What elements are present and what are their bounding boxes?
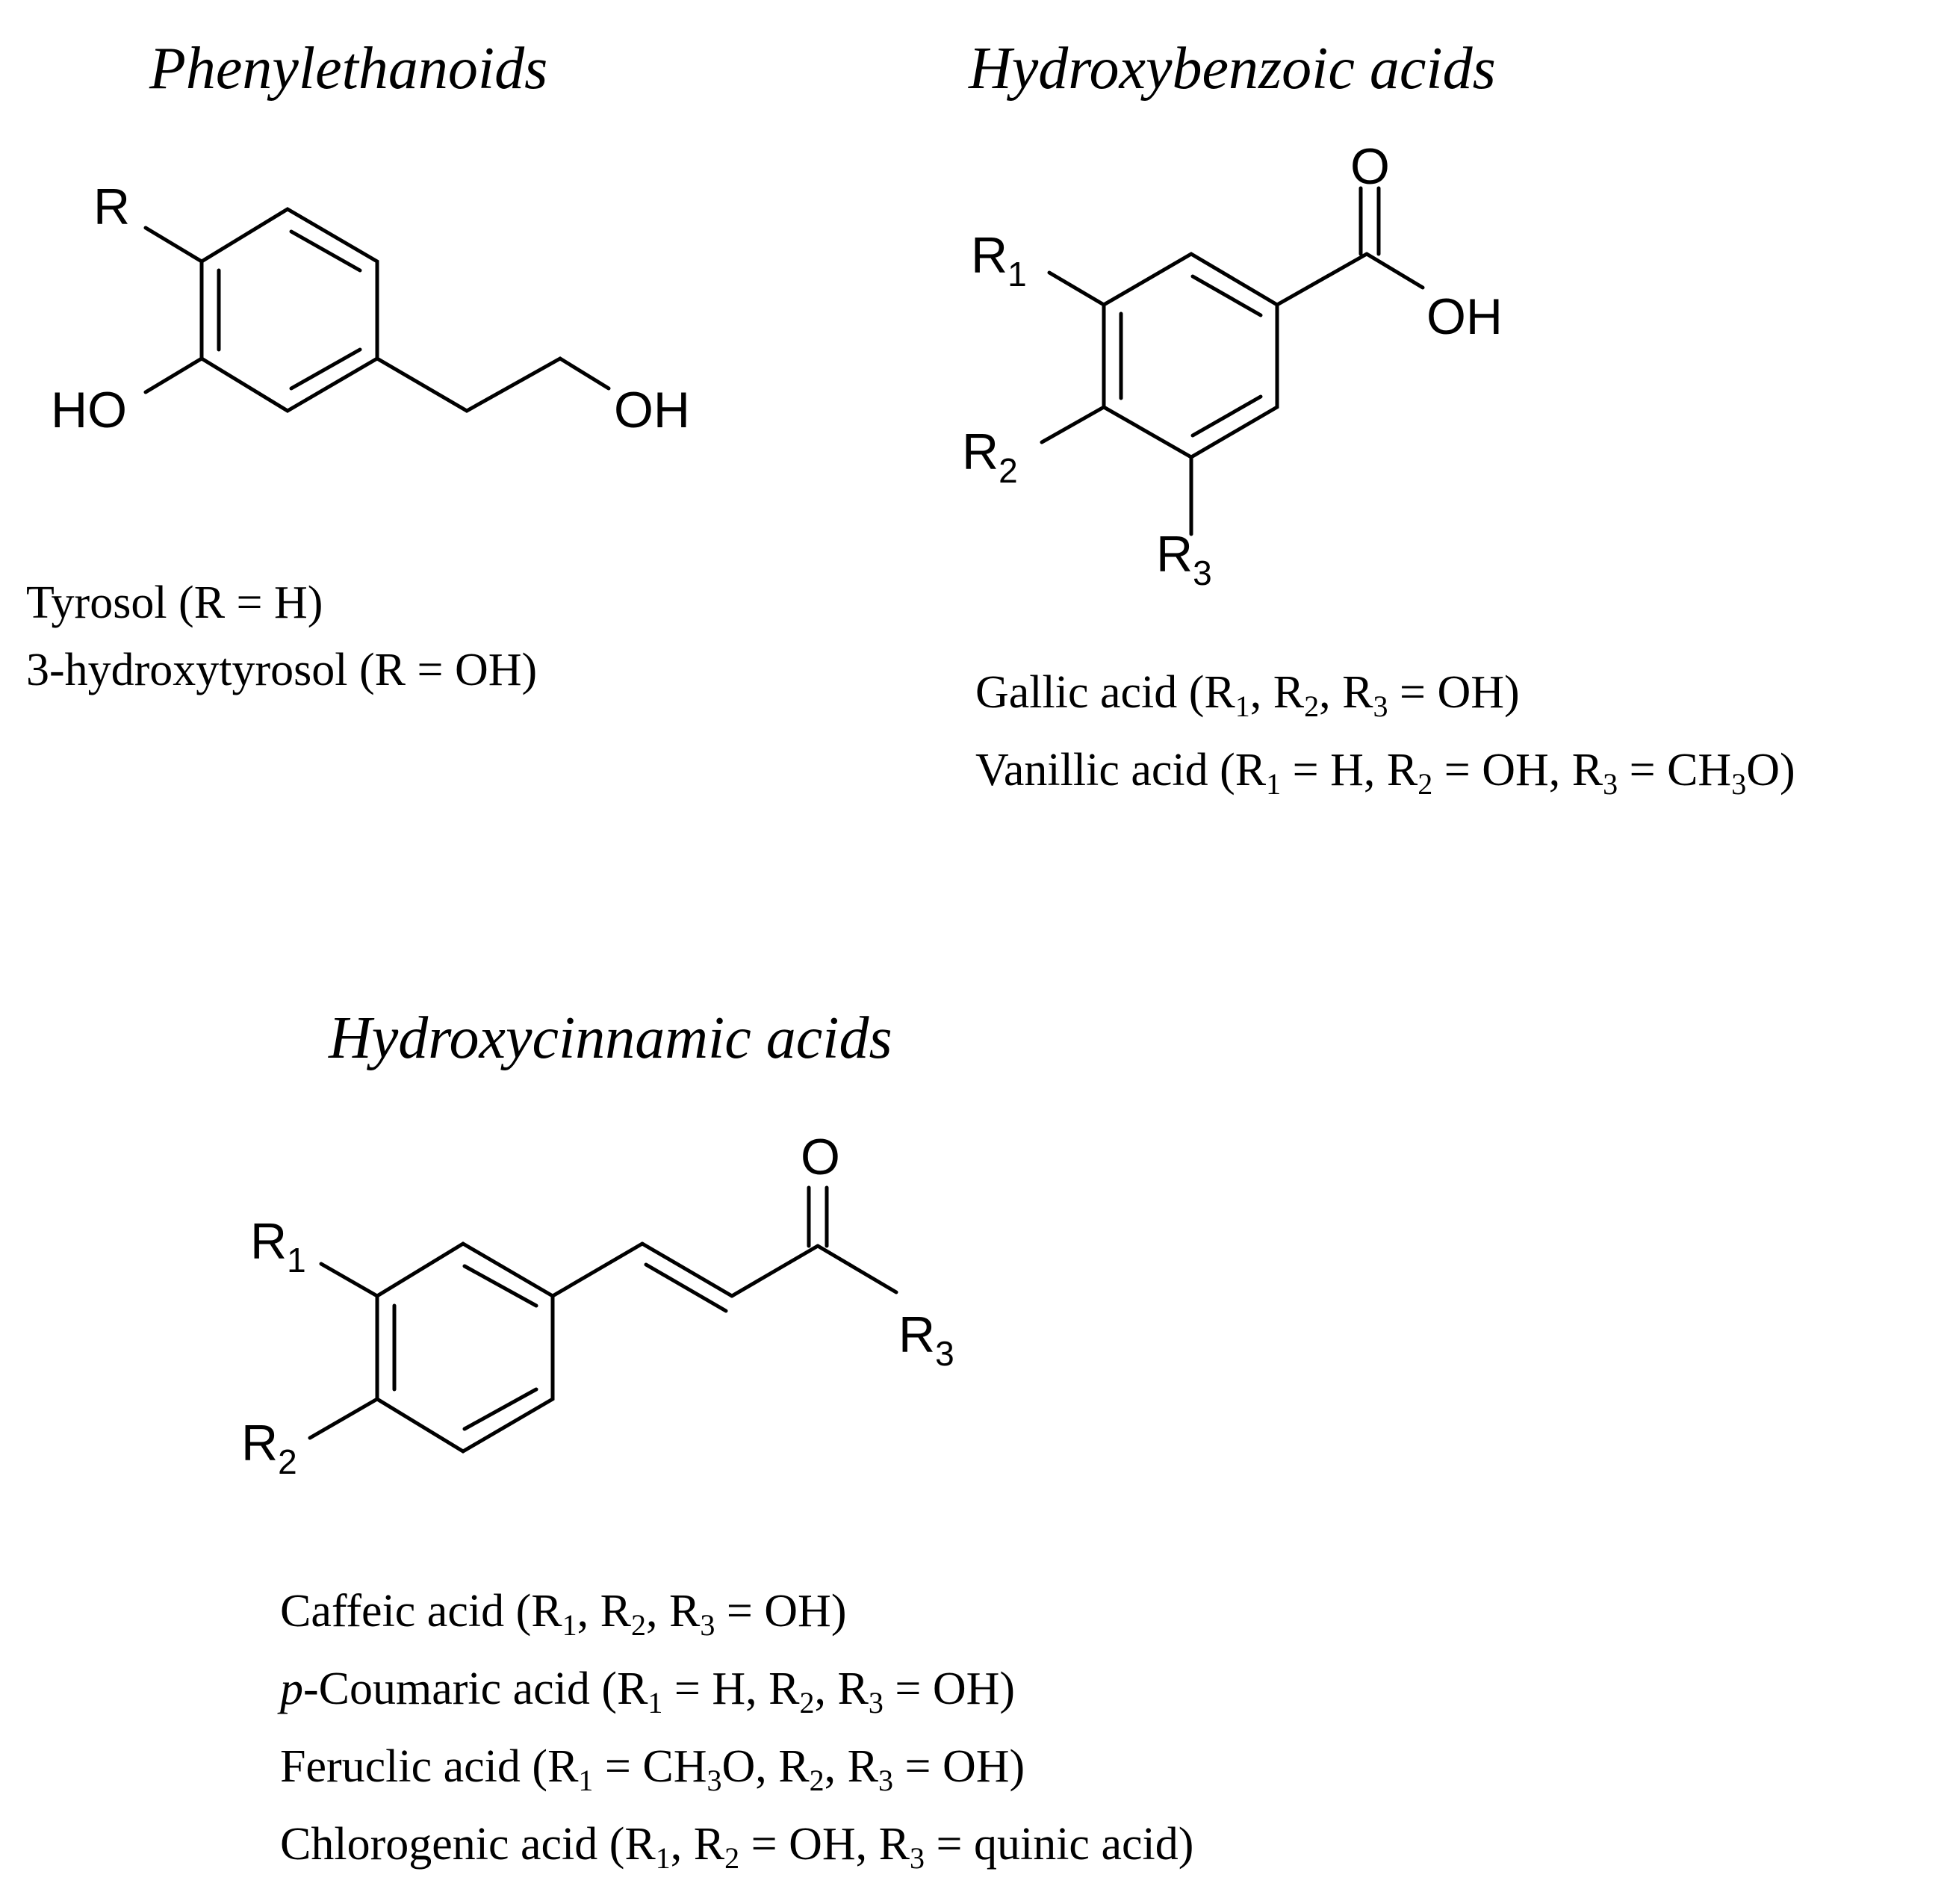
caption-p-coumaric-acid: p-Coumaric acid (R1 = H, R2, R3 = OH) (280, 1663, 1016, 1720)
phenylethanoids-title: Phenylethanoids (149, 36, 548, 102)
alkene-bond-b (644, 1262, 728, 1313)
atom-r: R (93, 179, 130, 235)
atom-r1: R1 (250, 1213, 306, 1280)
hydroxycinnamic-acids-title: Hydroxycinnamic acids (329, 1005, 892, 1071)
bond-hydroxyl (1364, 252, 1425, 290)
hydroxybenzoic-acids-title: Hydroxybenzoic acids (969, 36, 1496, 102)
hydroxybenzoic-ring (1102, 252, 1279, 459)
bond-carbonyl-carbon (730, 1244, 820, 1298)
hydroxycinnamic-structure: O R1 R2 R3 (241, 1129, 954, 1481)
bond-r3 (816, 1244, 898, 1294)
atom-oh: OH (614, 382, 690, 438)
caption-chlorogenic-acid: Chlorogenic acid (R1, R2 = OH, R3 = quin… (280, 1819, 1194, 1875)
caption-caffeic-acid: Caffeic acid (R1, R2, R3 = OH) (280, 1586, 847, 1642)
atom-o: O (1350, 138, 1390, 195)
phenylethanoid-ring (199, 207, 379, 413)
caption-tyrosol: Tyrosol (R = H) (26, 577, 323, 628)
bond-r (143, 226, 204, 264)
bond-r2 (308, 1397, 379, 1440)
caption-vanillic-acid: Vanillic acid (R1 = H, R2 = OH, R3 = CH3… (975, 745, 1795, 801)
atom-ho: HO (51, 382, 127, 438)
phenylethanoid-structure: R HO OH (51, 179, 690, 438)
ethanol-chain (375, 356, 611, 413)
hydroxycinnamic-ring (375, 1241, 555, 1454)
atom-o: O (801, 1129, 840, 1185)
bond-r1 (1047, 270, 1106, 307)
caption-hydroxytyrosol: 3-hydroxytyrosol (R = OH) (26, 645, 538, 695)
atom-r1: R1 (971, 227, 1027, 294)
atom-oh: OH (1426, 288, 1503, 345)
bond-r1 (319, 1262, 379, 1298)
caption-gallic-acid: Gallic acid (R1, R2, R3 = OH) (975, 667, 1520, 723)
atom-r2: R2 (241, 1415, 297, 1481)
bond-ho (143, 356, 204, 394)
atom-r3: R3 (898, 1306, 954, 1373)
hydroxybenzoic-structure: O OH R1 R2 R3 (962, 138, 1503, 592)
bond-carboxyl (1275, 252, 1369, 307)
bond-r2 (1040, 405, 1106, 444)
caption-feruclic-acid: Feruclic acid (R1 = CH3O, R2, R3 = OH) (280, 1741, 1025, 1797)
bond-vinyl (550, 1241, 645, 1298)
atom-r2: R2 (962, 424, 1018, 490)
alkene-bond-a (640, 1241, 734, 1298)
atom-r3: R3 (1156, 526, 1212, 592)
